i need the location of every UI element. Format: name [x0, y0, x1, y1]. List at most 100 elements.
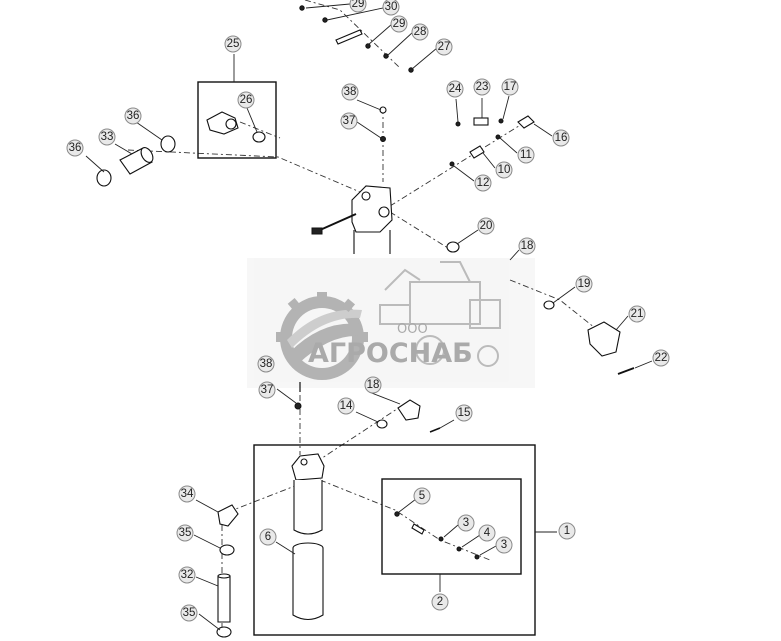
parts: [96, 5, 635, 638]
part-right-lower-fittings: [543, 300, 635, 375]
part-filter-assembly: [291, 453, 325, 621]
svg-text:35: 35: [179, 527, 192, 539]
callout-12: 12: [474, 174, 492, 192]
watermark-prefix: ООО: [397, 322, 428, 337]
svg-text:32: 32: [181, 569, 194, 581]
callout-30: 30: [382, 0, 400, 16]
svg-text:18: 18: [521, 240, 534, 252]
callout-6: 6: [259, 528, 277, 546]
detail-box-2: [381, 478, 522, 575]
svg-text:3: 3: [501, 539, 507, 551]
svg-text:5: 5: [419, 490, 425, 502]
callout-32: 32: [178, 566, 196, 584]
part-filter-head-upper: [311, 106, 393, 254]
part-lower-top-fittings: [294, 382, 441, 433]
svg-text:10: 10: [498, 164, 511, 176]
watermark-company-name: АГРОСНАБ: [308, 338, 473, 369]
callout-3-upper: 3: [457, 514, 475, 532]
callouts: 29 30 29 28 27 25 26 36 33 36 38 37 24 2…: [66, 0, 670, 622]
callout-11: 11: [517, 146, 535, 164]
svg-text:24: 24: [449, 83, 462, 95]
svg-text:1: 1: [564, 525, 570, 537]
callout-36-left: 36: [66, 139, 84, 157]
callout-37-lower: 37: [258, 381, 276, 399]
svg-text:17: 17: [504, 81, 517, 93]
svg-text:14: 14: [340, 400, 353, 412]
callout-19: 19: [575, 275, 593, 293]
svg-text:37: 37: [261, 384, 274, 396]
callout-23: 23: [473, 78, 491, 96]
callout-4: 4: [478, 524, 496, 542]
callout-10: 10: [495, 161, 513, 179]
svg-text:34: 34: [181, 488, 194, 500]
callout-29: 29: [390, 15, 408, 33]
part-hose-33: [96, 135, 176, 187]
callout-35-lower: 35: [180, 604, 198, 622]
svg-text:2: 2: [437, 596, 443, 608]
svg-text:3: 3: [463, 517, 469, 529]
callout-36-right: 36: [124, 107, 142, 125]
svg-text:23: 23: [476, 81, 489, 93]
svg-text:29: 29: [352, 0, 365, 10]
svg-text:18: 18: [367, 379, 380, 391]
callout-26: 26: [237, 91, 255, 109]
svg-text:16: 16: [555, 132, 568, 144]
callout-27: 27: [435, 38, 453, 56]
part-top-hardware: [299, 5, 414, 73]
svg-text:19: 19: [578, 278, 591, 290]
svg-text:20: 20: [480, 220, 493, 232]
callout-15: 15: [455, 404, 473, 422]
callout-14: 14: [337, 397, 355, 415]
svg-text:36: 36: [127, 110, 140, 122]
svg-text:30: 30: [385, 1, 398, 13]
callout-28: 28: [411, 23, 429, 41]
watermark: ООО АГРОСНАБ: [247, 258, 535, 388]
svg-text:37: 37: [343, 115, 356, 127]
svg-text:22: 22: [655, 352, 668, 364]
callout-5: 5: [413, 487, 431, 505]
detail-box-25: [197, 81, 277, 159]
svg-text:4: 4: [484, 527, 491, 539]
callout-16: 16: [552, 129, 570, 147]
watermark-gear-icon: [276, 292, 368, 380]
svg-text:12: 12: [477, 177, 490, 189]
callout-24: 24: [446, 80, 464, 98]
callout-17: 17: [501, 78, 519, 96]
svg-text:29: 29: [393, 18, 406, 30]
svg-text:38: 38: [344, 86, 357, 98]
callout-38-lower: 38: [257, 355, 275, 373]
callout-29-top: 29: [349, 0, 367, 13]
leader-lines: [85, 3, 653, 631]
callout-18-upper: 18: [518, 237, 536, 255]
callout-34: 34: [178, 485, 196, 503]
part-right-fittings: [446, 115, 535, 253]
callout-37-upper: 37: [340, 112, 358, 130]
detail-box-1: [253, 444, 536, 636]
svg-text:15: 15: [458, 407, 471, 419]
callout-33: 33: [98, 128, 116, 146]
callout-2: 2: [431, 593, 449, 611]
svg-text:36: 36: [69, 142, 82, 154]
part-hose-32: [216, 504, 239, 638]
callout-38-upper: 38: [341, 83, 359, 101]
callout-3-lower: 3: [495, 536, 513, 554]
callout-18-lower: 18: [364, 376, 382, 394]
watermark-harvester-icon: [379, 261, 501, 367]
callout-1: 1: [558, 522, 576, 540]
svg-text:21: 21: [631, 308, 644, 320]
svg-text:26: 26: [240, 94, 253, 106]
callout-20: 20: [477, 217, 495, 235]
svg-text:33: 33: [101, 131, 114, 143]
svg-text:6: 6: [265, 531, 271, 543]
part-elbow-fitting-25: [206, 111, 266, 143]
callout-35-upper: 35: [176, 524, 194, 542]
callout-22: 22: [652, 349, 670, 367]
svg-text:25: 25: [227, 38, 240, 50]
svg-text:27: 27: [438, 41, 451, 53]
callout-25: 25: [224, 35, 242, 53]
svg-text:38: 38: [260, 358, 273, 370]
callout-21: 21: [628, 305, 646, 323]
svg-text:28: 28: [414, 26, 427, 38]
svg-text:35: 35: [183, 607, 196, 619]
